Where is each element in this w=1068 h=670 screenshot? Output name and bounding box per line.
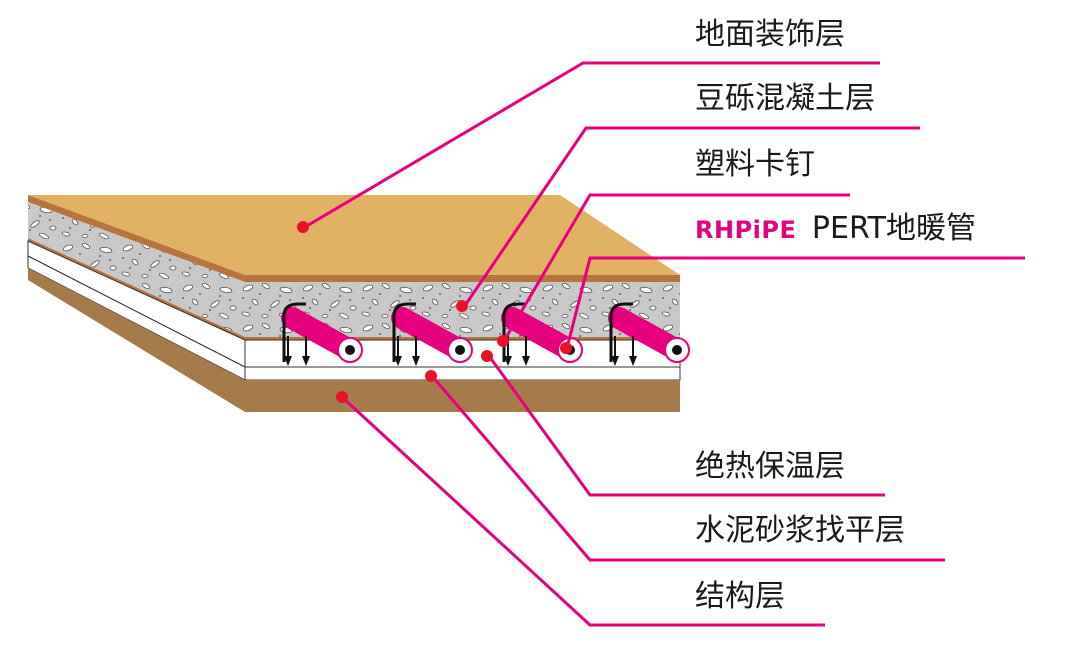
floor-finish-top xyxy=(28,195,680,275)
leader-cement-leveling xyxy=(430,375,945,562)
floor-finish-front xyxy=(245,275,680,282)
leader-lines xyxy=(304,61,1025,627)
clip-icon xyxy=(502,302,526,362)
leader-insulation xyxy=(487,355,885,497)
dot-plastic-clip xyxy=(497,335,509,347)
arrow-down-icon xyxy=(629,336,637,366)
label-pipe: RHPiPE PERT地暖管 xyxy=(695,214,976,244)
structure-side xyxy=(28,268,245,412)
pipe-name: PERT地暖管 xyxy=(811,211,976,246)
label-structure: 结构层 xyxy=(695,579,785,614)
marker-dots xyxy=(297,221,572,403)
brand-logo: RHPiPE xyxy=(695,216,797,244)
dot-pipe xyxy=(560,342,572,354)
arrow-down-icon xyxy=(412,336,420,366)
clip-icon xyxy=(392,302,416,362)
concrete-side xyxy=(28,202,245,337)
concrete-bottom-line-side xyxy=(28,238,245,340)
pipe-icon xyxy=(281,307,363,363)
pipe-icon xyxy=(608,307,690,363)
clip-icon xyxy=(609,302,633,362)
dot-insulation xyxy=(481,350,493,362)
dot-floor-finish xyxy=(297,221,309,233)
arrow-down-icon xyxy=(302,336,310,366)
pipe-icon xyxy=(391,307,473,363)
structure-front xyxy=(245,380,680,412)
arrow-down-icon xyxy=(394,336,402,366)
leader-floor-finish xyxy=(304,61,880,229)
dot-structure xyxy=(336,391,348,403)
leader-pipe xyxy=(565,256,1025,349)
label-floor-finish: 地面装饰层 xyxy=(695,17,845,52)
label-insulation: 绝热保温层 xyxy=(695,449,845,484)
slab xyxy=(27,195,681,412)
floor-finish-side xyxy=(28,195,245,282)
arrow-down-icon xyxy=(611,336,619,366)
dot-cement-leveling xyxy=(425,370,437,382)
arrow-down-icon xyxy=(522,336,530,366)
arrow-down-icon xyxy=(284,336,292,366)
label-plastic-clip: 塑料卡钉 xyxy=(695,147,815,182)
leader-pebble-concrete xyxy=(462,126,920,308)
dot-pebble-concrete xyxy=(456,300,468,312)
label-pebble-concrete: 豆砾混凝土层 xyxy=(695,81,875,116)
leveling-front xyxy=(244,366,681,381)
leader-structure xyxy=(341,396,825,627)
label-cement-leveling: 水泥砂浆找平层 xyxy=(695,513,905,548)
clip-icon xyxy=(282,302,306,362)
leader-plastic-clip xyxy=(502,193,850,342)
